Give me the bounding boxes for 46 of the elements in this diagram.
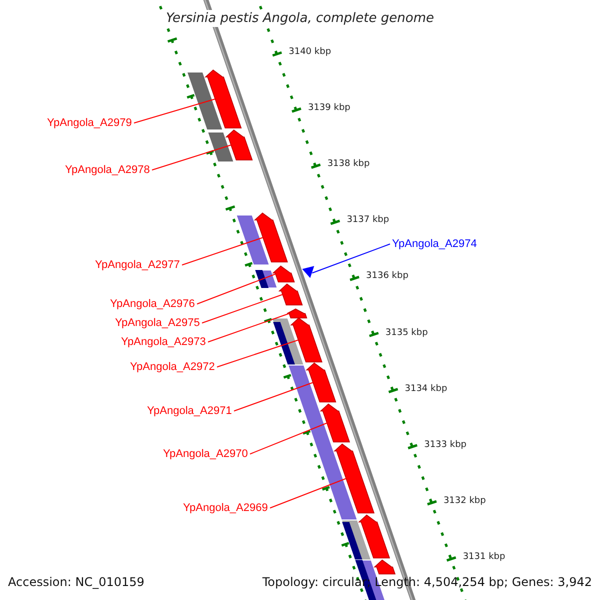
- gene-block: [286, 308, 308, 318]
- gene-block: [278, 283, 303, 306]
- gene-label: YpAngola_A2970: [163, 448, 248, 460]
- gene-block: [290, 317, 322, 362]
- leader-line: [216, 340, 299, 368]
- leader-line: [312, 244, 390, 274]
- leader-line: [152, 144, 232, 170]
- scale-label: 3137 kbp: [346, 216, 390, 226]
- scale-label: 3133 kbp: [424, 440, 467, 450]
- gene-block: [204, 69, 242, 128]
- leader-line: [196, 274, 276, 304]
- leader-line: [202, 294, 284, 324]
- gene-block: [358, 514, 390, 558]
- scale-label: 3136 kbp: [366, 272, 408, 282]
- leader-line: [270, 478, 347, 508]
- scale-label: 3135 kbp: [385, 328, 428, 338]
- gene-label: YpAngola_A2974: [392, 238, 477, 250]
- scale-label: 3131 kbp: [462, 552, 506, 562]
- leader-line: [234, 382, 314, 412]
- gene-block: [320, 403, 350, 442]
- gene-block: [334, 443, 375, 514]
- scale-label: 3132 kbp: [443, 496, 486, 506]
- gene-label: YpAngola_A2969: [183, 502, 268, 514]
- gene-label: YpAngola_A2978: [65, 164, 150, 176]
- gene-label: YpAngola_A2971: [147, 406, 232, 416]
- gene-block: [306, 362, 336, 402]
- gene-label: YpAngola_A2972: [130, 362, 215, 372]
- gene-block: [254, 212, 288, 262]
- scale-label: 3138 kbp: [327, 160, 370, 170]
- gene-block: [302, 266, 314, 278]
- leader-line: [134, 98, 216, 124]
- gene-block: [272, 265, 295, 282]
- leader-line: [182, 237, 264, 266]
- scale-label: 3134 kbp: [404, 384, 448, 394]
- gene-label: YpAngola_A2976: [110, 298, 195, 310]
- gene-block: [225, 129, 253, 160]
- scale-label: 3140 kbp: [288, 48, 332, 57]
- leader-line: [250, 422, 328, 454]
- scale-label: 3139 kbp: [308, 104, 350, 114]
- gene-label: YpAngola_A2977: [95, 260, 180, 270]
- gene-block: [374, 559, 396, 574]
- gene-label: YpAngola_A2973: [121, 336, 206, 348]
- leader-line: [208, 313, 290, 342]
- footer-text: Accession: NC_010159: [8, 576, 144, 588]
- gene-label: YpAngola_A2975: [115, 318, 200, 328]
- gene-label: YpAngola_A2979: [47, 118, 132, 128]
